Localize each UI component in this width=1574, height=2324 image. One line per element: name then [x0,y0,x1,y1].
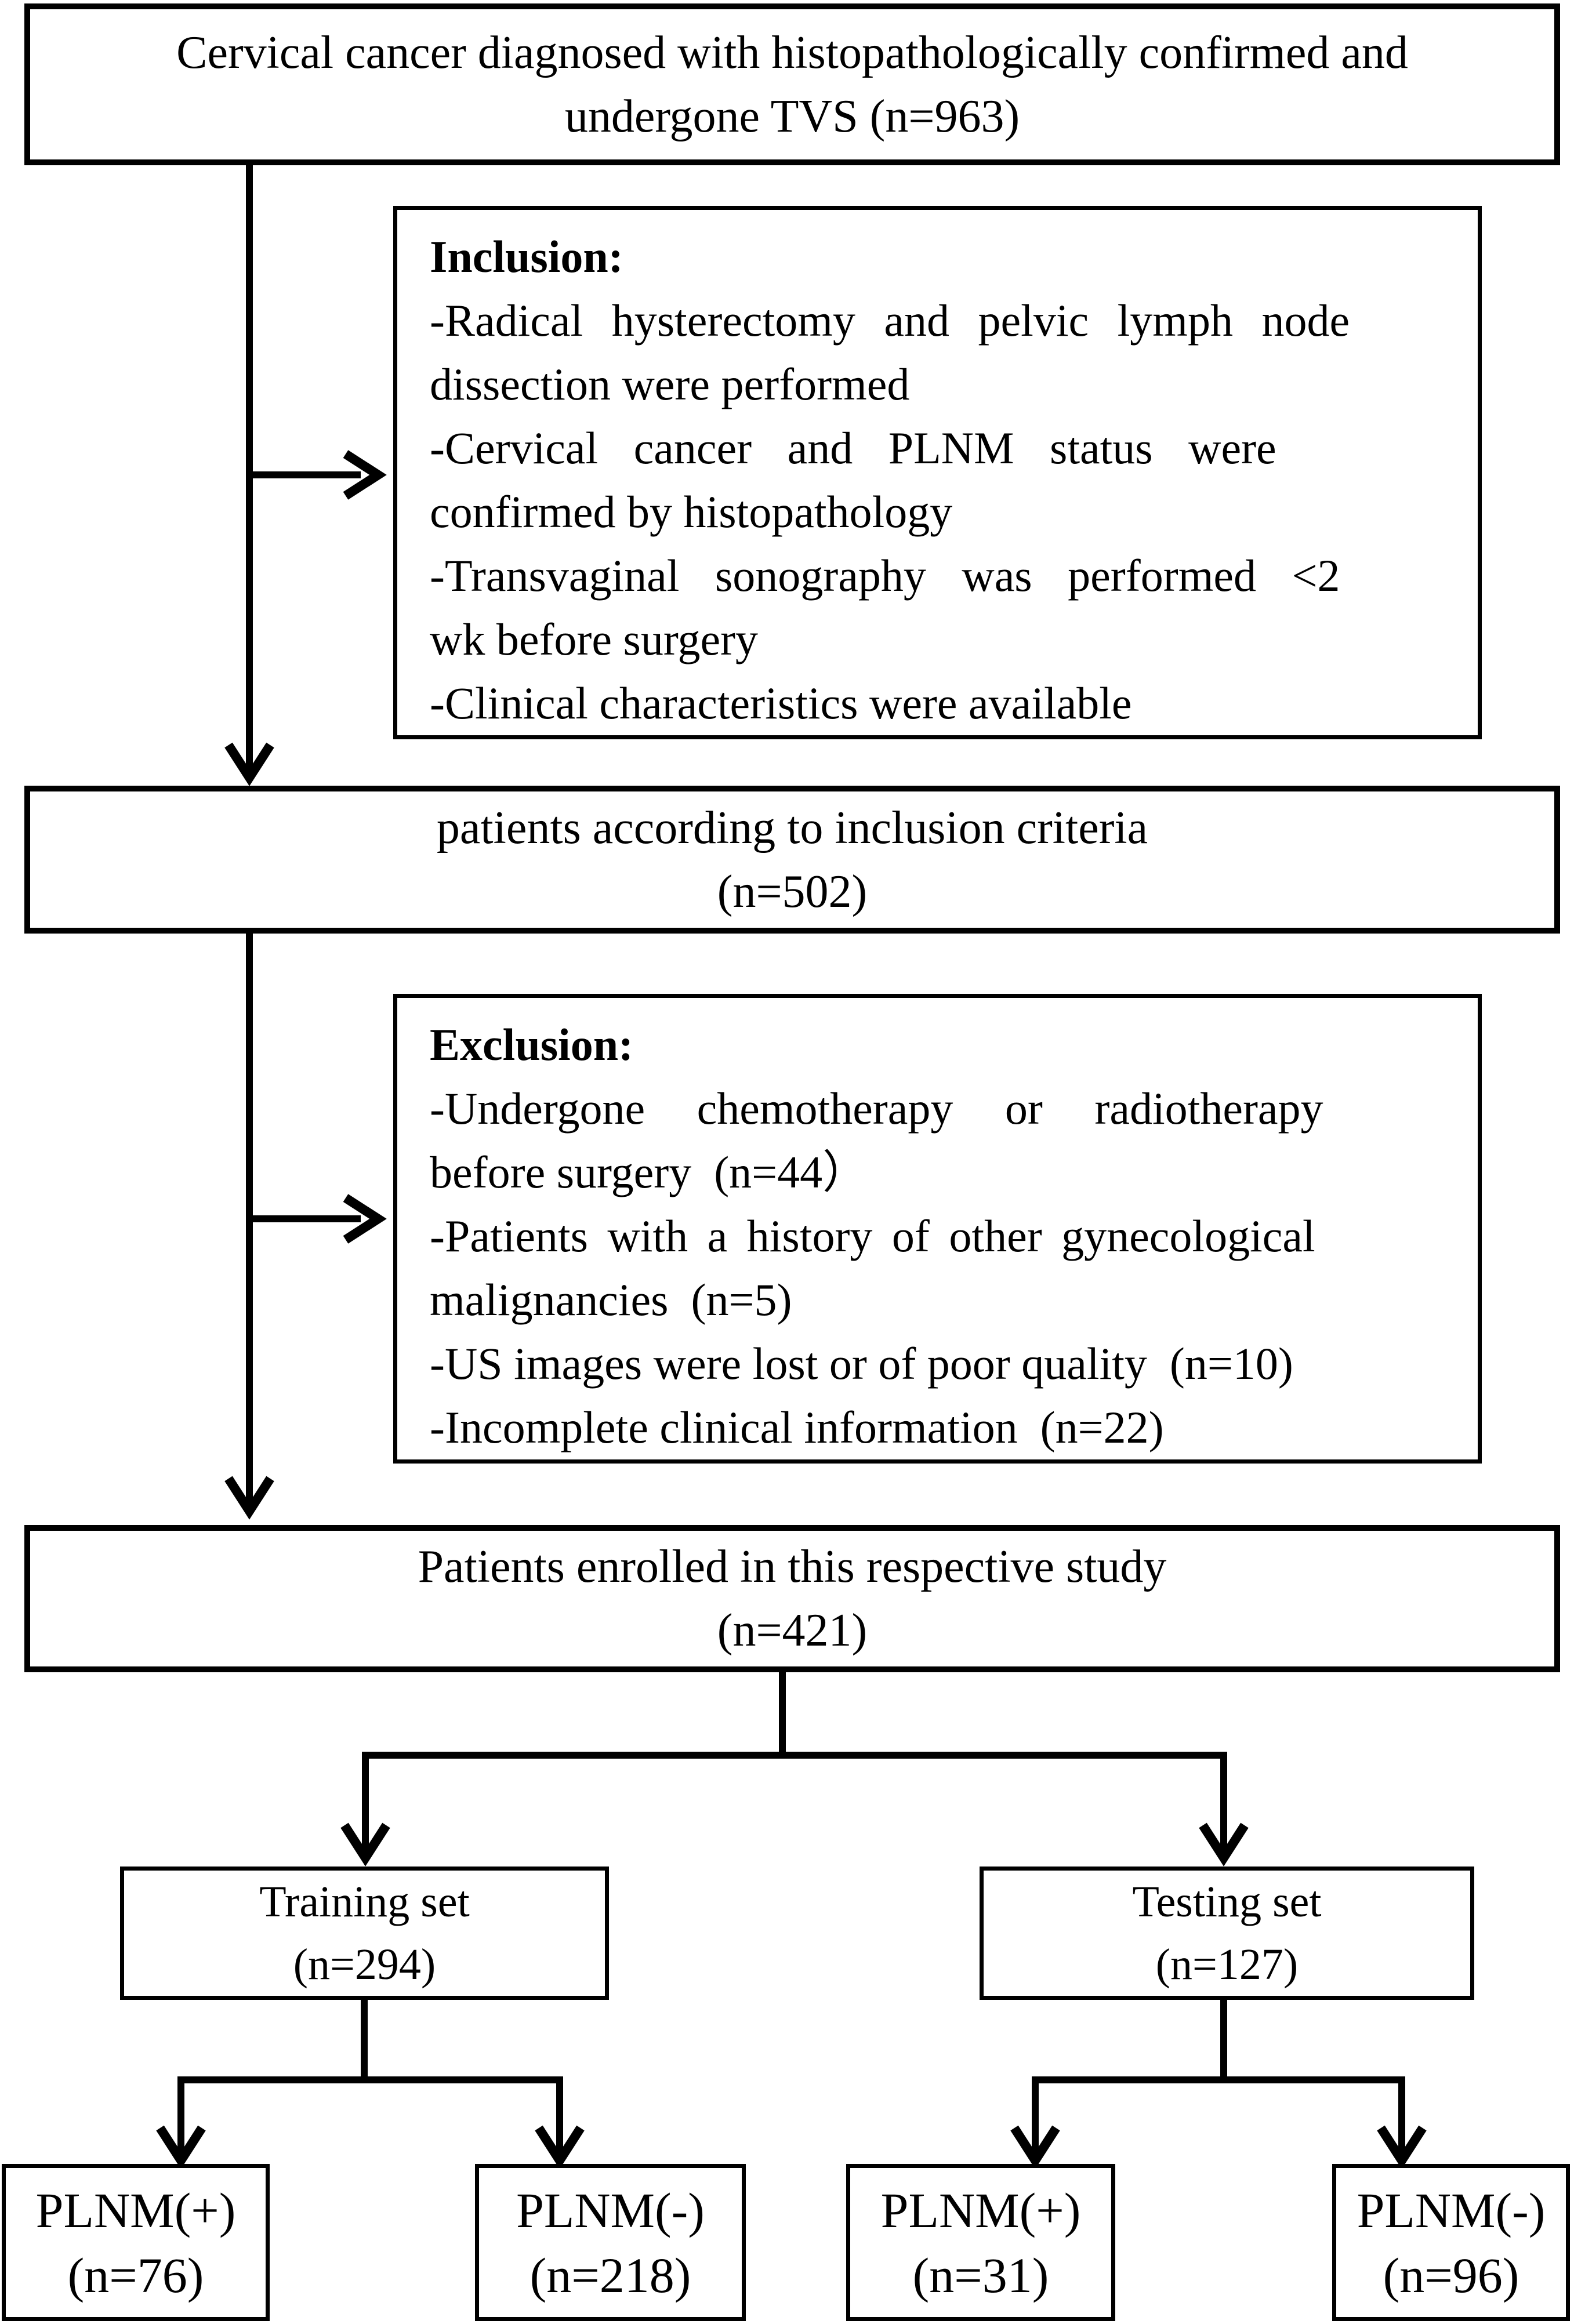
box-line: (n=294) [293,1940,436,1989]
box-line: PLNM(+) [35,2182,236,2238]
exclusion-title: Exclusion: [430,1019,634,1070]
box-line: (n=76) [67,2247,204,2303]
box-line: -Undergone chemotherapy or radiotherapy [430,1083,1323,1134]
box-line: (n=421) [717,1605,868,1656]
box-line: patients according to inclusion criteria [436,802,1148,854]
box-line: PLNM(+) [880,2182,1081,2238]
box-exclusion-criteria: Exclusion: -Undergone chemotherapy or ra… [393,994,1482,1464]
arrowhead-down-icon [156,2125,206,2169]
box-training-set: Training set (n=294) [120,1867,609,2000]
arrowhead-down-icon [1010,2125,1060,2169]
box-line: PLNM(-) [1357,2182,1546,2238]
box-line: -Patients with a history of other gyneco… [430,1211,1315,1261]
arrowhead-down-icon [340,1822,390,1867]
box-testing-plnm-positive: PLNM(+) (n=31) [846,2164,1115,2321]
inclusion-title: Inclusion: [430,231,623,282]
arrowhead-down-icon [535,2125,585,2169]
box-diagnosed-tvs: Cervical cancer diagnosed with histopath… [24,3,1560,165]
box-testing-plnm-negative: PLNM(-) (n=96) [1332,2164,1570,2321]
box-line: before surgery (n=44） [430,1147,868,1197]
box-line: (n=218) [529,2247,691,2303]
box-line: Patients enrolled in this respective stu… [418,1541,1167,1592]
box-line: PLNM(-) [516,2182,705,2238]
arrowhead-right-icon [343,450,387,500]
box-training-plnm-negative: PLNM(-) (n=218) [475,2164,746,2321]
box-line: Training set [259,1878,470,1926]
box-testing-set: Testing set (n=127) [980,1867,1474,2000]
box-line: -Radical hysterectomy and pelvic lymph n… [430,295,1350,346]
arrowhead-right-icon [343,1194,387,1244]
box-line: -Incomplete clinical information (n=22) [430,1402,1164,1452]
box-patients-enrolled: Patients enrolled in this respective stu… [24,1525,1560,1672]
box-line: malignancies (n=5) [430,1274,792,1325]
box-line: (n=96) [1383,2247,1519,2303]
box-training-plnm-positive: PLNM(+) (n=76) [2,2164,270,2321]
arrowhead-down-icon [224,742,274,786]
box-line: -Clinical characteristics were available [430,678,1132,728]
box-line: dissection were performed [430,359,910,409]
box-line: (n=502) [717,866,868,917]
arrowhead-down-icon [1199,1822,1249,1867]
arrowhead-down-icon [1377,2125,1427,2169]
box-line: wk before surgery [430,614,759,664]
box-line: Cervical cancer diagnosed with histopath… [176,27,1408,78]
box-line: (n=31) [912,2247,1049,2303]
box-line: -Cervical cancer and PLNM status were [430,423,1276,473]
box-line: confirmed by histopathology [430,486,953,537]
box-line: undergone TVS (n=963) [564,90,1020,142]
box-line: Testing set [1132,1878,1322,1926]
arrowhead-down-icon [224,1476,274,1520]
box-line: -Transvaginal sonography was performed <… [430,550,1340,601]
box-inclusion-criteria: Inclusion: -Radical hysterectomy and pel… [393,206,1482,739]
box-line: (n=127) [1155,1940,1299,1989]
box-patients-inclusion-criteria: patients according to inclusion criteria… [24,786,1560,934]
box-line: -US images were lost or of poor quality … [430,1338,1293,1389]
